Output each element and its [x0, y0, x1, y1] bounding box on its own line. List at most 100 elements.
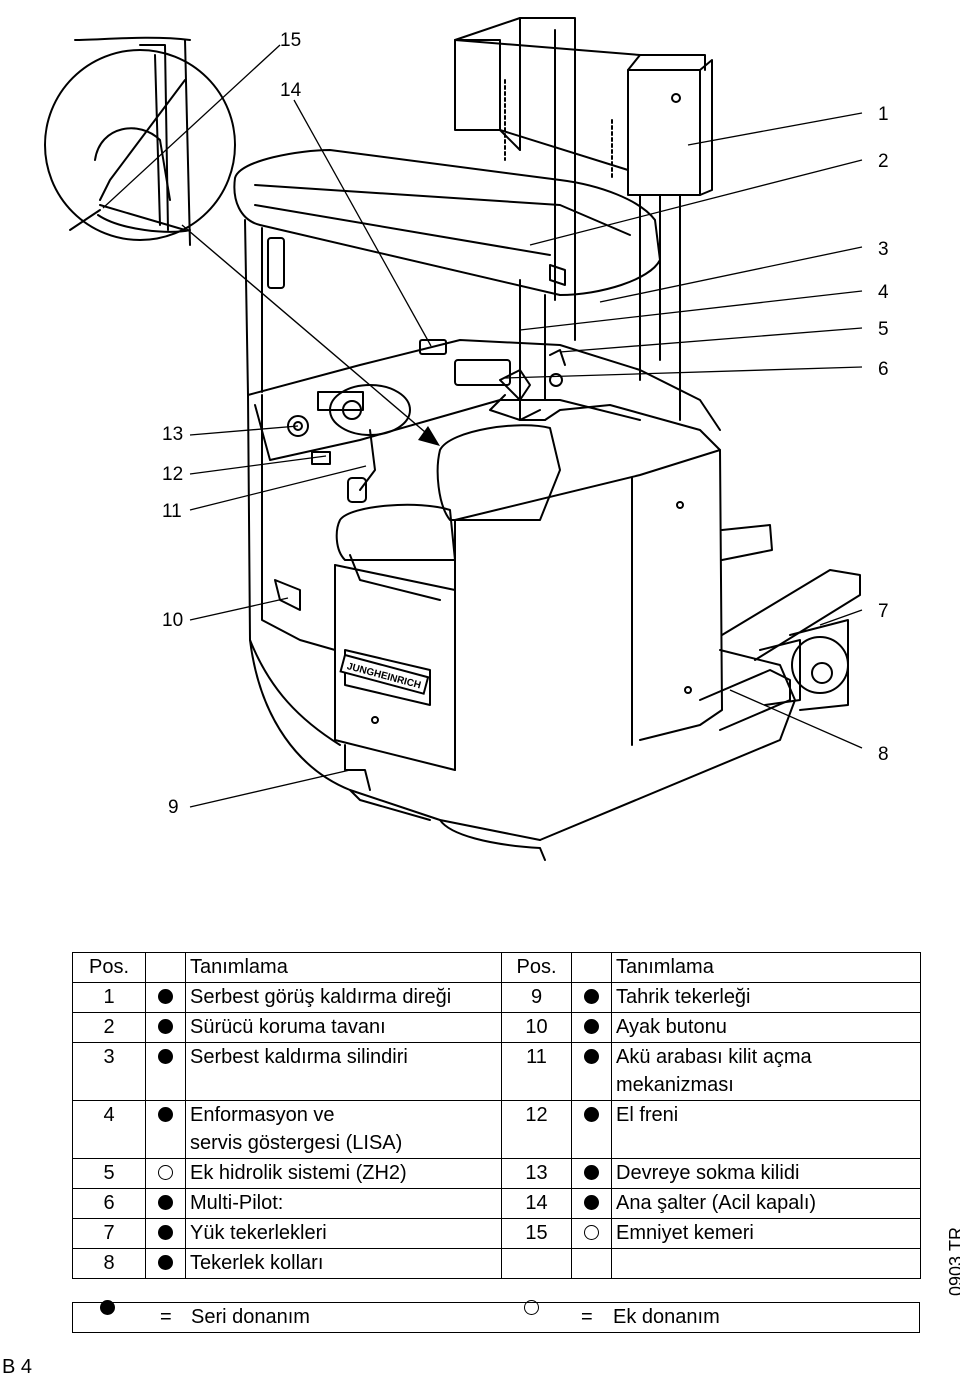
table-row: 4 Enformasyon ve servis göstergesi (LISA)…: [72, 1100, 921, 1159]
pos-left: 5: [72, 1158, 146, 1189]
legend-standard-label: Seri donanım: [191, 1306, 310, 1328]
equipment-marker-left: [145, 1042, 186, 1101]
seat-belt-inset: [44, 36, 236, 246]
standard-equipment-icon: [584, 1164, 599, 1180]
description-left: Ek hidrolik sistemi (ZH2): [185, 1158, 502, 1189]
callout-7: 7: [878, 601, 889, 622]
description-right: [611, 1248, 921, 1279]
callout-10: 10: [162, 610, 184, 631]
callout-8: 8: [878, 744, 889, 765]
header-marker-right: [571, 952, 612, 983]
callout-4: 4: [878, 282, 889, 303]
header-marker-left: [145, 952, 186, 983]
description-right: Akü arabası kilit açma mekanizması: [611, 1042, 921, 1101]
equipment-marker-right: [571, 1158, 612, 1189]
description-left: Sürücü koruma tavanı: [185, 1012, 502, 1043]
header-desc-left: Tanımlama: [185, 952, 502, 983]
optional-equipment-icon: [158, 1164, 173, 1180]
standard-equipment-icon: [158, 1106, 173, 1122]
pos-left: 3: [72, 1042, 146, 1101]
callout-6: 6: [878, 359, 889, 380]
equipment-marker-right: [571, 1248, 612, 1279]
pos-left: 6: [72, 1188, 146, 1219]
reach-truck-figure: JUNGHEINRICH: [44, 17, 863, 861]
description-right: Devreye sokma kilidi: [611, 1158, 921, 1189]
equipment-marker-right: [571, 982, 612, 1013]
equipment-marker-right: [571, 1188, 612, 1219]
header-pos-right: Pos.: [501, 952, 572, 983]
callout-3: 3: [878, 239, 889, 260]
pos-right: 13: [501, 1158, 572, 1189]
pos-right: 9: [501, 982, 572, 1013]
standard-equipment-icon: [158, 1048, 173, 1064]
standard-equipment-icon: [584, 988, 599, 1004]
description-left: Enformasyon ve servis göstergesi (LISA): [185, 1100, 502, 1159]
optional-equipment-icon: [584, 1224, 599, 1240]
equipment-marker-right: [571, 1012, 612, 1043]
callout-14: 14: [280, 80, 302, 101]
description-left: Serbest görüş kaldırma direği: [185, 982, 502, 1013]
equipment-marker-right: [571, 1042, 612, 1101]
callout-2: 2: [878, 151, 889, 172]
inset-arrow: [181, 224, 440, 446]
standard-equipment-icon: [158, 988, 173, 1004]
table-row: 5 Ek hidrolik sistemi (ZH2)13 Devreye sokm…: [72, 1158, 921, 1189]
standard-equipment-icon: [584, 1106, 599, 1122]
pos-right: 14: [501, 1188, 572, 1219]
description-right: Emniyet kemeri: [611, 1218, 921, 1249]
parts-table-body: Pos. Tanımlama Pos. Tanımlama 1 Serbest g…: [72, 952, 921, 1279]
description-right: Ayak butonu: [611, 1012, 921, 1043]
standard-equipment-icon: [158, 1194, 173, 1210]
standard-equipment-icon: [584, 1048, 599, 1064]
standard-equipment-icon: [158, 1018, 173, 1034]
legend-optional-label: Ek donanım: [613, 1306, 720, 1328]
pos-left: 1: [72, 982, 146, 1013]
equipment-marker-right: [571, 1218, 612, 1249]
standard-equipment-icon: [584, 1194, 599, 1210]
standard-equipment-icon: [584, 1018, 599, 1034]
parts-table: Pos. Tanımlama Pos. Tanımlama 1 Serbest g…: [72, 952, 921, 1279]
pos-right: 15: [501, 1218, 572, 1249]
overhead-guard: [233, 149, 661, 421]
document-code: 0903.TR: [946, 1226, 960, 1296]
pos-right: [501, 1248, 572, 1279]
table-header-row: Pos. Tanımlama Pos. Tanımlama: [72, 952, 921, 983]
pos-left: 7: [72, 1218, 146, 1249]
callout-12: 12: [162, 464, 184, 485]
pos-right: 12: [501, 1100, 572, 1159]
mast: [454, 17, 713, 421]
standard-equipment-icon: [158, 1224, 173, 1240]
page-number: B 4: [2, 1356, 33, 1378]
pos-left: 4: [72, 1100, 146, 1159]
pos-right: 10: [501, 1012, 572, 1043]
description-left: Tekerlek kolları: [185, 1248, 502, 1279]
wheel-arms: [699, 524, 861, 731]
pos-left: 2: [72, 1012, 146, 1043]
description-right: Ana şalter (Acil kapalı): [611, 1188, 921, 1219]
table-row: 6 Multi-Pilot:14 Ana şalter (Acil kapalı): [72, 1188, 921, 1219]
callout-1: 1: [878, 104, 889, 125]
callout-13: 13: [162, 424, 184, 445]
description-left: Serbest kaldırma silindiri: [185, 1042, 502, 1101]
description-right: Tahrik tekerleği: [611, 982, 921, 1013]
legend-equals-optional: =: [581, 1306, 593, 1328]
equipment-legend: = Seri donanım = Ek donanım: [72, 1300, 920, 1333]
equipment-marker-left: [145, 1158, 186, 1189]
callout-15: 15: [280, 30, 302, 51]
header-pos-left: Pos.: [72, 952, 146, 983]
callout-5: 5: [878, 319, 889, 340]
standard-equipment-icon: [158, 1254, 173, 1270]
equipment-marker-left: [145, 1012, 186, 1043]
pos-right: 11: [501, 1042, 572, 1101]
dashboard: [247, 339, 721, 503]
legend-equals-standard: =: [160, 1306, 172, 1328]
description-left: Multi-Pilot:: [185, 1188, 502, 1219]
description-right: El freni: [611, 1100, 921, 1159]
equipment-marker-left: [145, 982, 186, 1013]
equipment-marker-left: [145, 1100, 186, 1159]
operator-seat: [335, 424, 561, 601]
